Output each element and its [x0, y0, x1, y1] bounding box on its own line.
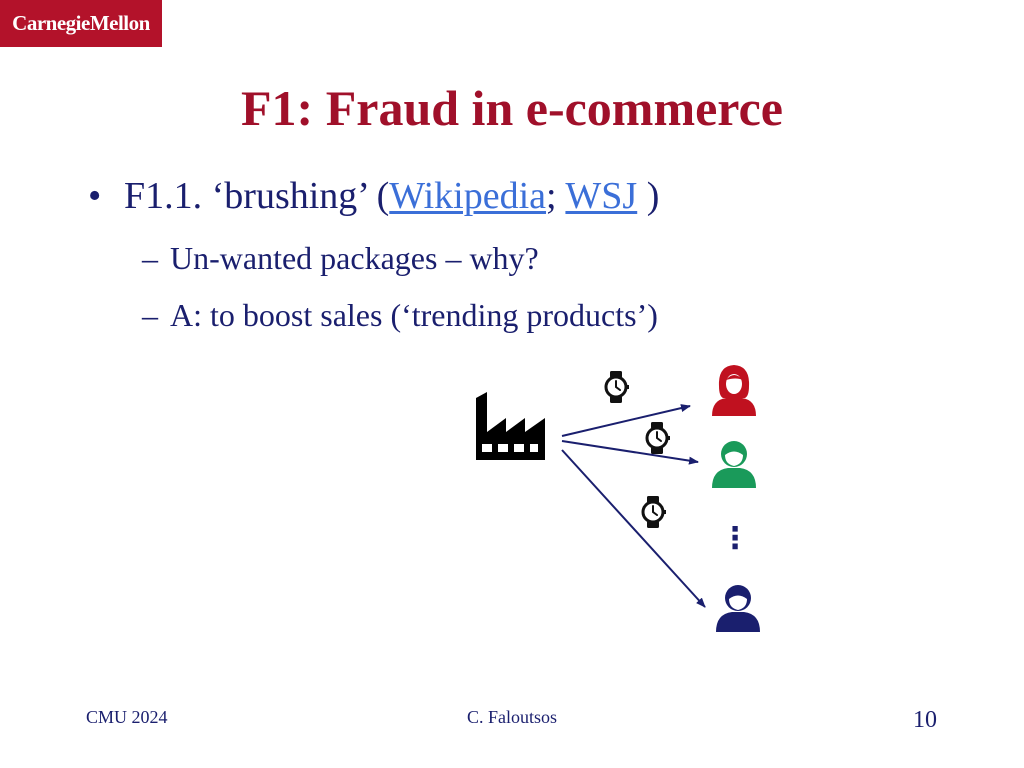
sub-bullet-text: Un-wanted packages – why? — [170, 240, 539, 276]
cmu-logo: CarnegieMellon — [0, 0, 162, 47]
footer-course: CMU 2024 — [86, 707, 168, 727]
arrow-to-customer-1 — [561, 404, 691, 437]
link-separator: ; — [546, 175, 557, 217]
man-person-icon — [716, 585, 760, 632]
arrow-to-customer-2 — [561, 440, 699, 465]
sub-bullet-text: A: to boost sales (‘trending products’) — [170, 297, 658, 333]
bullet-suffix: ) — [637, 175, 660, 217]
watch-icon — [645, 420, 672, 456]
wsj-link[interactable]: WSJ — [565, 175, 638, 217]
sub-bullet-unwanted-packages: –Un-wanted packages – why? — [142, 238, 539, 278]
bullet-marker: • — [88, 175, 102, 217]
man-person-icon — [712, 441, 756, 488]
wikipedia-link[interactable]: Wikipedia — [389, 175, 547, 217]
bullet-prefix: F1.1. ‘brushing’ ( — [124, 175, 390, 217]
bullet-brushing: • F1.1. ‘brushing’ (Wikipedia; WSJ ) — [88, 172, 659, 220]
arrow-to-customer-3 — [561, 449, 706, 608]
page-number: 10 — [913, 707, 937, 733]
woman-person-icon — [712, 365, 756, 416]
factory-icon — [476, 392, 545, 460]
watch-icon — [641, 494, 668, 530]
sub-bullet-boost-sales: –A: to boost sales (‘trending products’) — [142, 295, 658, 335]
footer-author: C. Faloutsos — [466, 707, 558, 727]
sub-bullet-marker: – — [142, 240, 158, 276]
watch-icon — [604, 369, 631, 405]
more-customers-ellipsis: ⋮ — [720, 521, 750, 556]
sub-bullet-marker: – — [142, 297, 158, 333]
slide-title: F1: Fraud in e-commerce — [241, 80, 783, 136]
